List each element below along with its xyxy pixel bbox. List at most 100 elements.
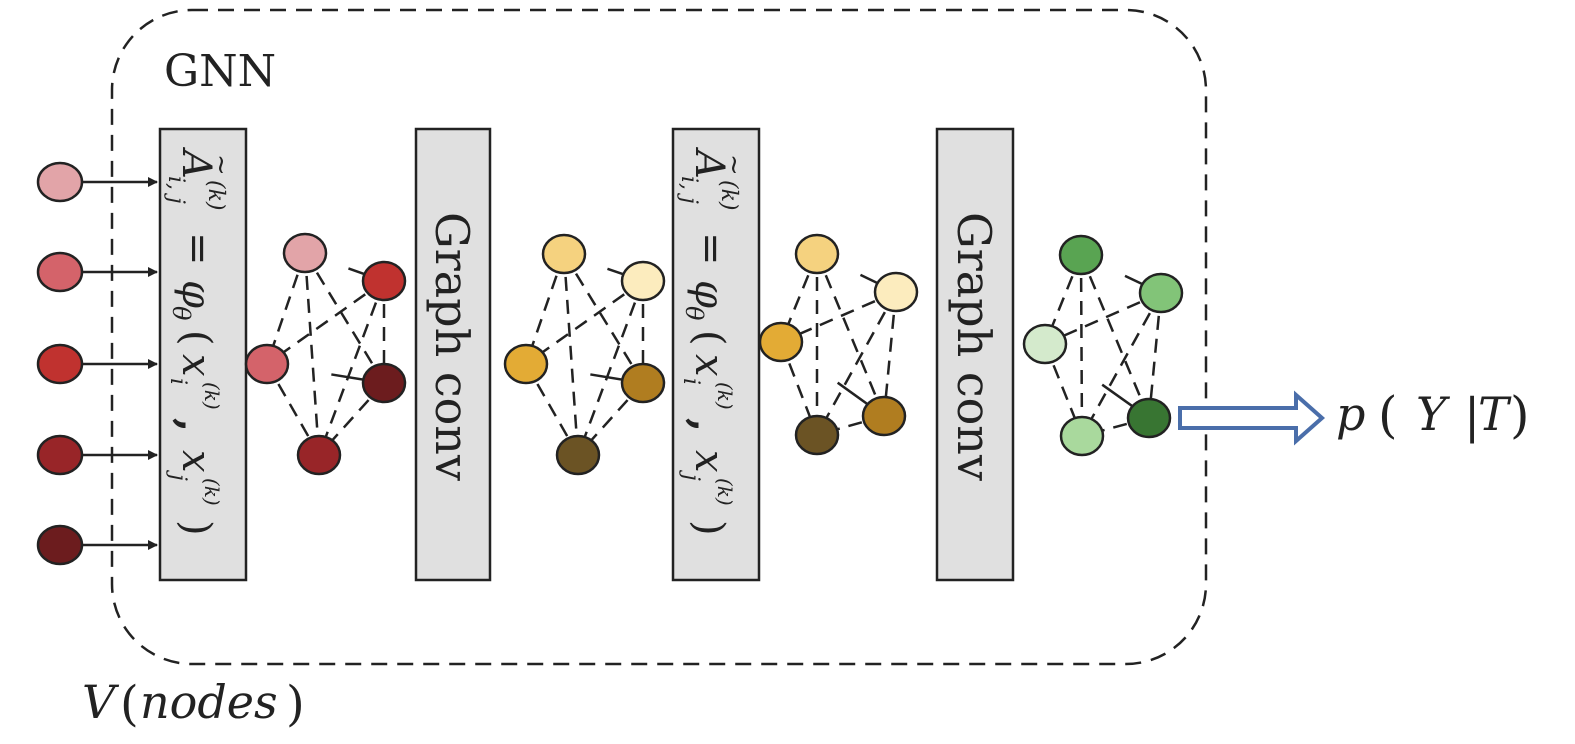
svg-text:,: , xyxy=(169,418,216,432)
svg-text:(k): (k) xyxy=(203,180,228,211)
output-label: p ( Y | T ) xyxy=(1336,386,1530,444)
svg-text:=: = xyxy=(688,232,734,266)
graph-edge xyxy=(525,279,644,366)
svg-text:(k): (k) xyxy=(713,478,737,506)
graph-node xyxy=(620,260,666,302)
input-node xyxy=(36,161,84,203)
graph-edge xyxy=(882,291,898,417)
output-bar: | xyxy=(1464,388,1480,444)
graph-node xyxy=(1058,234,1104,276)
input-label: V ( nodes ) xyxy=(82,675,305,732)
output-p: p xyxy=(1336,387,1365,441)
svg-text:(k): (k) xyxy=(200,382,224,410)
output-t: T xyxy=(1478,387,1512,441)
svg-text:~: ~ xyxy=(719,154,749,176)
graph-node xyxy=(861,395,907,437)
svg-text:(k): (k) xyxy=(713,382,737,410)
output-y: Y xyxy=(1416,387,1451,441)
input-label-word: nodes xyxy=(140,675,278,729)
graph-node xyxy=(555,434,601,476)
graph-edge xyxy=(562,253,645,384)
graphs xyxy=(244,232,1184,476)
svg-text:θ: θ xyxy=(167,306,195,321)
output-close-paren: ) xyxy=(1510,386,1530,444)
svg-text:=: = xyxy=(175,232,221,266)
adjacency-block-2: A ~ (k) i, j = φ θ ( x i (k) , x j (k) ) xyxy=(671,127,761,582)
graph-node xyxy=(503,343,549,385)
svg-text:i, j: i, j xyxy=(676,176,701,204)
input-label-close: ) xyxy=(286,676,305,732)
svg-text:(: ( xyxy=(173,330,219,346)
input-node xyxy=(36,343,84,385)
svg-text:,: , xyxy=(682,418,729,432)
svg-text:i: i xyxy=(165,378,190,385)
input-node xyxy=(36,251,84,293)
input-label-var: V xyxy=(82,675,120,729)
graph-node xyxy=(244,343,290,385)
graph-edge xyxy=(1147,292,1163,419)
graph-node xyxy=(794,233,840,275)
graph-node xyxy=(1059,415,1105,457)
svg-text:(: ( xyxy=(686,330,732,346)
graph-edge xyxy=(266,279,385,366)
graph-4 xyxy=(1022,234,1184,457)
graph-node xyxy=(1126,397,1172,439)
input-node xyxy=(36,524,84,566)
graph-node xyxy=(296,434,342,476)
graph-node xyxy=(1138,272,1184,314)
graph-conv-block-1: Graph conv xyxy=(414,127,492,582)
graph-edge xyxy=(779,341,819,436)
svg-text:x: x xyxy=(173,354,219,377)
adjacency-formula-2: A ~ (k) i, j = φ θ ( x i (k) , x j (k) ) xyxy=(676,146,749,536)
output-arrow xyxy=(1178,390,1326,446)
graph-conv-block-2-rect xyxy=(935,127,1015,582)
graph-conv-block-1-rect xyxy=(414,127,492,582)
svg-text:(k): (k) xyxy=(716,180,741,211)
svg-text:A: A xyxy=(173,146,219,179)
gnn-title: GNN xyxy=(164,46,276,97)
graph-edge xyxy=(576,280,645,456)
svg-text:~: ~ xyxy=(206,154,236,176)
svg-text:i: i xyxy=(678,378,703,385)
svg-text:i, j: i, j xyxy=(163,176,188,204)
graph-conv-label-1: Graph conv xyxy=(425,212,479,481)
graph-1 xyxy=(244,232,407,476)
adjacency-block-2-rect xyxy=(671,127,761,582)
graph-2 xyxy=(503,233,666,476)
graph-node xyxy=(361,260,407,302)
graph-node xyxy=(1022,323,1068,365)
graph-node xyxy=(873,271,919,313)
input-node xyxy=(36,434,84,476)
svg-text:A: A xyxy=(686,146,732,179)
graph-node xyxy=(794,414,840,456)
graph-edge xyxy=(1079,254,1084,437)
graph-conv-label-2: Graph conv xyxy=(947,212,1001,481)
input-nodes xyxy=(36,161,84,566)
graph-edge xyxy=(815,291,898,436)
graph-edge xyxy=(524,363,580,456)
graph-conv-block-2: Graph conv xyxy=(935,127,1015,582)
graph-3 xyxy=(758,233,919,456)
svg-text:x: x xyxy=(173,450,219,473)
svg-text:): ) xyxy=(686,520,732,536)
svg-text:(k): (k) xyxy=(200,478,224,506)
graph-node xyxy=(361,362,407,404)
graph-edge xyxy=(815,253,886,417)
graph-edge xyxy=(317,280,386,456)
svg-text:): ) xyxy=(173,520,219,536)
graph-edge xyxy=(1080,292,1163,437)
graph-node xyxy=(282,232,328,274)
svg-text:x: x xyxy=(686,450,732,473)
input-label-open: ( xyxy=(120,676,139,732)
svg-text:θ: θ xyxy=(680,306,708,321)
graph-edge xyxy=(265,363,321,456)
graph-node xyxy=(541,233,587,275)
output-open-paren: ( xyxy=(1378,386,1398,444)
input-arrows xyxy=(82,177,158,550)
svg-text:φ: φ xyxy=(173,280,219,308)
adjacency-block-1-rect xyxy=(158,127,248,582)
adjacency-block-1: A ~ (k) i, j = φ θ ( x i (k) , x j (k) ) xyxy=(158,127,248,582)
graph-edge xyxy=(303,252,386,384)
gnn-container xyxy=(110,8,1208,666)
graph-edge xyxy=(1079,254,1151,419)
